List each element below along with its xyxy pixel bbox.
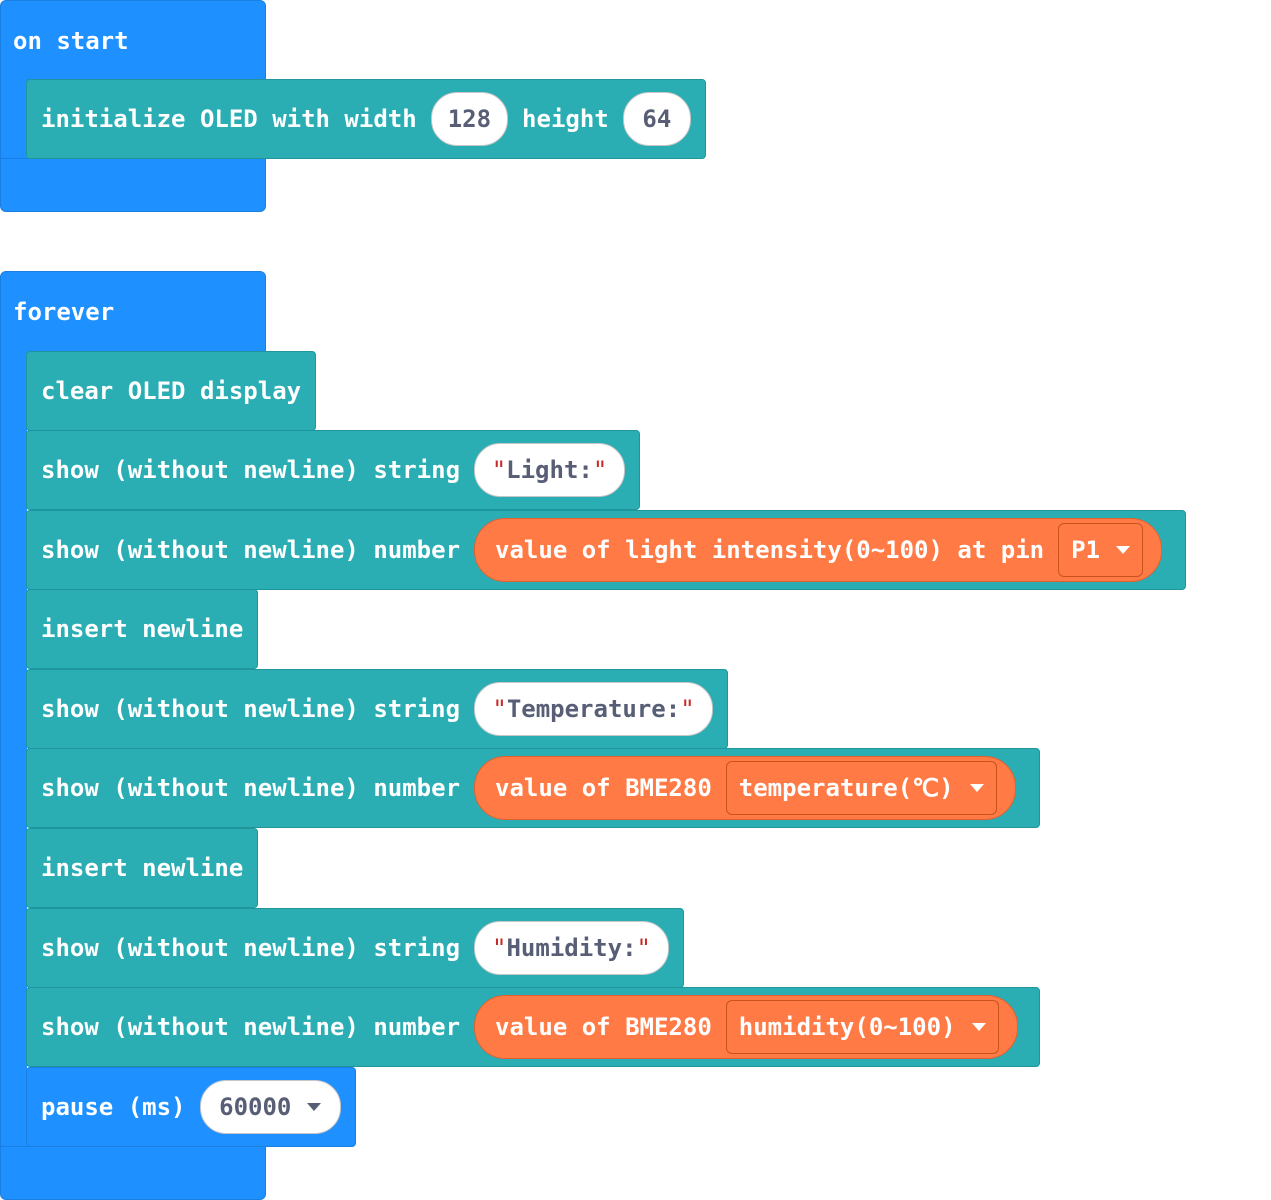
chevron-down-icon: [1116, 546, 1131, 554]
on-start-label: on start: [13, 27, 129, 55]
show-string-humidity-block[interactable]: show (without newline) string "Humidity:…: [26, 908, 684, 988]
oled-init-block[interactable]: initialize OLED with width 128 height 64: [26, 79, 706, 159]
clear-oled-text: clear OLED display: [41, 377, 302, 405]
height-input[interactable]: 64: [622, 92, 691, 146]
temperature-dropdown[interactable]: temperature(℃): [725, 761, 997, 815]
show-string-text: show (without newline) string: [41, 695, 461, 723]
width-input[interactable]: 128: [430, 92, 509, 146]
pause-text: pause (ms): [41, 1093, 186, 1121]
show-string-light-block[interactable]: show (without newline) string "Light:": [26, 430, 640, 510]
pause-duration-dropdown[interactable]: 60000: [199, 1080, 341, 1134]
insert-newline-block-2[interactable]: insert newline: [26, 828, 258, 908]
humidity-string-value: Humidity:: [506, 934, 637, 962]
show-number-humidity-block[interactable]: show (without newline) number value of B…: [26, 987, 1040, 1067]
show-number-light-block[interactable]: show (without newline) number value of l…: [26, 510, 1186, 590]
chevron-down-icon: [969, 784, 984, 792]
pause-value: 60000: [219, 1093, 292, 1121]
height-text: height: [522, 105, 609, 133]
bme280-humidity-reporter[interactable]: value of BME280 humidity(0~100): [474, 995, 1018, 1059]
pause-block[interactable]: pause (ms) 60000: [26, 1067, 356, 1147]
light-string-value: Light:: [506, 456, 593, 484]
temperature-option: temperature(℃): [738, 774, 954, 802]
insert-newline-text: insert newline: [41, 854, 244, 882]
forever-label: forever: [13, 298, 115, 326]
pin-value: P1: [1071, 536, 1101, 564]
insert-newline-block-1[interactable]: insert newline: [26, 589, 258, 669]
clear-oled-block[interactable]: clear OLED display: [26, 351, 316, 431]
pin-dropdown[interactable]: P1: [1058, 523, 1144, 577]
forever-bottom: [0, 1146, 266, 1200]
temperature-string-value: Temperature:: [506, 695, 681, 723]
show-string-text: show (without newline) string: [41, 934, 461, 962]
light-string-input[interactable]: "Light:": [474, 443, 625, 497]
chevron-down-icon: [971, 1023, 986, 1031]
forever-arm: [0, 350, 27, 1150]
show-number-text: show (without newline) number: [41, 1013, 461, 1041]
temperature-string-input[interactable]: "Temperature:": [474, 682, 713, 736]
show-string-text: show (without newline) string: [41, 456, 461, 484]
humidity-dropdown[interactable]: humidity(0~100): [725, 1000, 999, 1054]
on-start-block[interactable]: on start: [0, 0, 266, 80]
humidity-option: humidity(0~100): [738, 1013, 956, 1041]
humidity-string-input[interactable]: "Humidity:": [474, 921, 669, 975]
light-intensity-text: value of light intensity(0~100) at pin: [495, 536, 1045, 564]
show-number-text: show (without newline) number: [41, 774, 461, 802]
show-number-text: show (without newline) number: [41, 536, 461, 564]
oled-init-text: initialize OLED with width: [41, 105, 417, 133]
show-number-temperature-block[interactable]: show (without newline) number value of B…: [26, 748, 1040, 828]
on-start-bottom: [0, 158, 266, 212]
forever-block[interactable]: forever: [0, 271, 266, 353]
show-string-temperature-block[interactable]: show (without newline) string "Temperatu…: [26, 669, 728, 749]
bme280-temperature-reporter[interactable]: value of BME280 temperature(℃): [474, 756, 1016, 820]
light-intensity-reporter[interactable]: value of light intensity(0~100) at pin P…: [474, 518, 1163, 582]
bme280-text: value of BME280: [495, 1013, 712, 1041]
insert-newline-text: insert newline: [41, 615, 244, 643]
bme280-text: value of BME280: [495, 774, 712, 802]
chevron-down-icon: [307, 1103, 322, 1111]
on-start-arm: [0, 79, 27, 161]
